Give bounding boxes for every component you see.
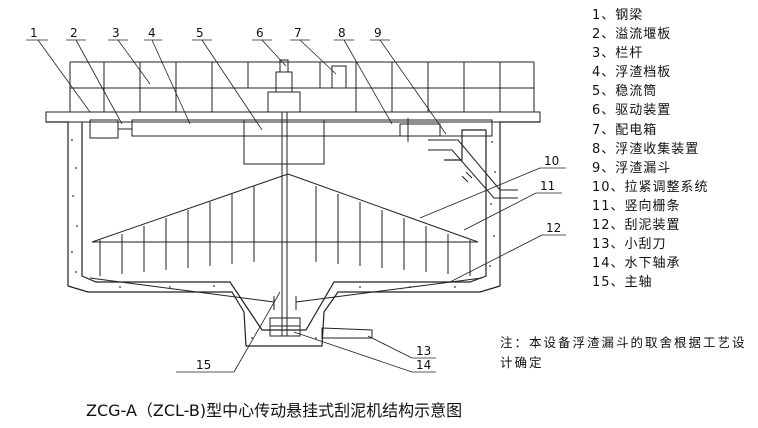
concrete-texture bbox=[71, 139, 496, 339]
legend-item: 15、主轴 bbox=[592, 275, 653, 291]
scum-hopper bbox=[428, 139, 518, 199]
overflow-weir bbox=[89, 119, 132, 139]
main-shaft bbox=[281, 112, 288, 336]
small-scraper bbox=[321, 327, 373, 339]
legend-item: 4、浮渣档板 bbox=[592, 65, 672, 81]
legend-item: 11、竖向栅条 bbox=[592, 198, 681, 214]
legend-item: 9、浮渣漏斗 bbox=[592, 160, 672, 176]
legend-item: 13、小刮刀 bbox=[592, 237, 667, 253]
legend-item: 14、水下轴承 bbox=[592, 256, 681, 272]
callout-5: 5 bbox=[196, 26, 204, 40]
legend-item: 10、拉紧调整系统 bbox=[592, 179, 709, 195]
callout-8: 8 bbox=[338, 26, 346, 40]
stilling-well bbox=[243, 119, 325, 165]
vertical-grid-bars bbox=[99, 186, 471, 276]
parts-legend: 1、钢梁 2、溢流堰板 3、栏杆 4、浮渣档板 5、稳流筒 6、驱动装置 7、配… bbox=[592, 6, 758, 292]
callout-1: 1 bbox=[30, 26, 38, 40]
callout-11: 11 bbox=[540, 179, 555, 193]
design-note: 注：本设备浮渣漏斗的取舍根据工艺设计确定 bbox=[500, 335, 747, 370]
legend-item: 8、浮渣收集装置 bbox=[592, 141, 700, 157]
legend-item: 1、钢梁 bbox=[592, 8, 644, 23]
callout-12: 12 bbox=[546, 221, 561, 235]
legend-item: 7、配电箱 bbox=[592, 122, 658, 138]
leader-lines bbox=[37, 39, 543, 373]
callout-4: 4 bbox=[148, 26, 156, 40]
scum-collector bbox=[399, 118, 441, 142]
tension-rods bbox=[91, 173, 479, 243]
callout-13: 13 bbox=[416, 344, 431, 358]
legend-item: 6、驱动装置 bbox=[592, 103, 672, 119]
callout-15: 15 bbox=[196, 358, 211, 372]
legend-item: 3、栏杆 bbox=[592, 46, 644, 62]
underwater-bearing bbox=[269, 317, 301, 337]
callout-3: 3 bbox=[112, 26, 120, 40]
callout-7: 7 bbox=[294, 26, 302, 40]
figure-caption: ZCG-A（ZCL-B)型中心传动悬挂式刮泥机结构示意图 bbox=[86, 401, 463, 420]
callout-10: 10 bbox=[544, 154, 559, 168]
callout-14: 14 bbox=[416, 358, 431, 372]
tank-wall bbox=[46, 121, 540, 347]
legend-item: 2、溢流堰板 bbox=[592, 27, 672, 43]
callout-6: 6 bbox=[256, 26, 264, 40]
legend-item: 12、刮泥装置 bbox=[592, 218, 681, 234]
distribution-box bbox=[331, 65, 347, 89]
scraper-arm bbox=[89, 277, 483, 310]
callout-9: 9 bbox=[374, 26, 382, 40]
drive-unit bbox=[267, 59, 301, 113]
callout-2: 2 bbox=[70, 26, 78, 40]
legend-item: 5、稳流筒 bbox=[592, 84, 658, 100]
